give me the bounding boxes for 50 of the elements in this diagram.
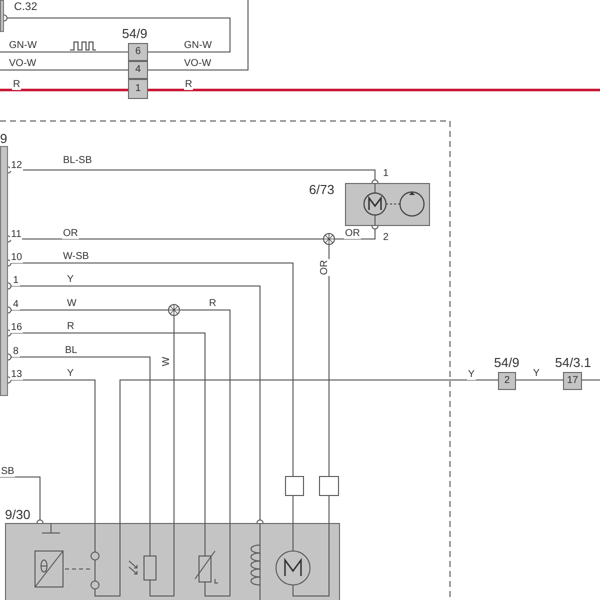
wire-color-label: W-SB: [62, 251, 90, 262]
pin-number: 1: [382, 168, 390, 179]
component-code: 9/30: [5, 508, 30, 522]
wire: [292, 496, 294, 524]
pin-number: 16: [10, 322, 24, 333]
wire-color-label: OR: [319, 259, 330, 276]
pin-number: 13: [10, 369, 24, 380]
pin-number: 11: [10, 229, 22, 240]
wire: [328, 496, 330, 524]
connector-pin: 2: [498, 372, 516, 390]
wire-color-label: BL: [64, 345, 78, 356]
wire-color-label: VO-W: [8, 58, 38, 69]
wire: [328, 244, 330, 476]
wire: [0, 88, 128, 92]
wire-color-label: VO-W: [183, 58, 212, 69]
pin-number: 1: [12, 275, 20, 286]
pin-number: 4: [12, 299, 20, 310]
wire-color-label: GN-W: [183, 40, 213, 51]
wire-color-label: OR: [62, 228, 79, 239]
component-code: 54/9: [494, 356, 520, 370]
wire-color-label: SB: [0, 466, 16, 477]
wire-color-label: Y: [66, 368, 75, 379]
wire-color-label: R: [184, 79, 194, 90]
wire-color-label: R: [208, 298, 218, 309]
component-code: 54/3.1: [555, 356, 592, 370]
wire-color-label: BL-SB: [62, 155, 93, 166]
pin-label: C.32: [14, 0, 38, 14]
wire: [180, 310, 230, 524]
connector-pin: 6: [128, 43, 148, 61]
wire-color-label: Y: [467, 369, 476, 380]
wire-color-label: OR: [344, 228, 361, 239]
connector-pin: 1: [128, 79, 148, 99]
wire-color-label: Y: [532, 368, 541, 379]
component-code: 54/9: [122, 27, 148, 41]
pin-number: 10: [10, 252, 24, 263]
pin-number: 8: [12, 346, 20, 357]
wire-color-label: W: [66, 298, 78, 309]
component-code: 6/73: [309, 183, 334, 197]
connector-pin: 17: [563, 372, 582, 390]
component-code: 9: [0, 132, 8, 146]
wire-color-label: Y: [66, 274, 75, 285]
wire-color-label: R: [66, 321, 76, 332]
wire: [148, 88, 600, 92]
wire-color-label: R: [12, 79, 22, 90]
connector-pin: 4: [128, 61, 148, 79]
wire: [120, 380, 498, 524]
pin-number: 12: [10, 160, 24, 171]
wire-color-label: GN-W: [8, 40, 38, 51]
pin-number: 2: [382, 232, 390, 243]
wire: [148, 0, 248, 70]
